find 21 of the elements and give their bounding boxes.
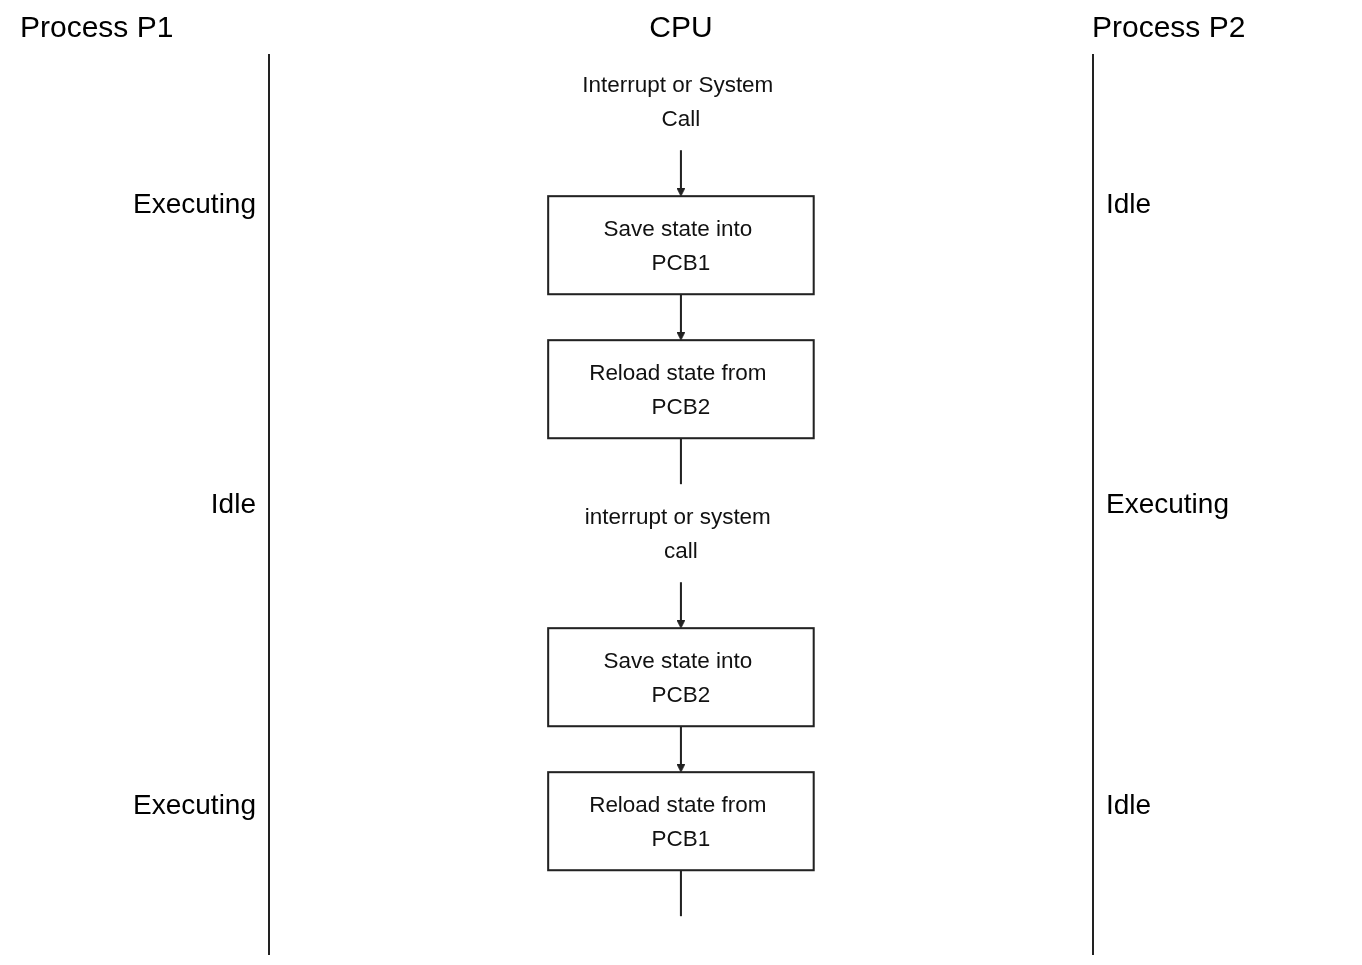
state-label: Idle: [1106, 188, 1153, 221]
state-label: Idle: [209, 488, 256, 521]
state-label: Idle: [1106, 788, 1153, 821]
node-text: Interrupt or System Call: [582, 71, 774, 131]
arrow: [676, 294, 686, 341]
state-label: Executing: [132, 188, 256, 221]
arrow: [676, 726, 686, 773]
column-heading: Process P1: [20, 10, 175, 44]
column-heading: CPU: [649, 10, 713, 44]
node-box: Reload state from PCB2: [547, 339, 815, 440]
node-box: Save state into PCB1: [547, 195, 815, 296]
state-label: Executing: [132, 788, 256, 821]
connector: [680, 438, 682, 485]
node-text: interrupt or system call: [584, 503, 771, 563]
column-heading: Process P2: [1092, 10, 1247, 44]
arrow: [676, 150, 686, 197]
node-box: Reload state from PCB1: [547, 771, 815, 872]
state-label: Executing: [1106, 488, 1230, 521]
arrow: [676, 582, 686, 629]
node-box: Save state into PCB2: [547, 627, 815, 728]
connector: [680, 870, 682, 917]
